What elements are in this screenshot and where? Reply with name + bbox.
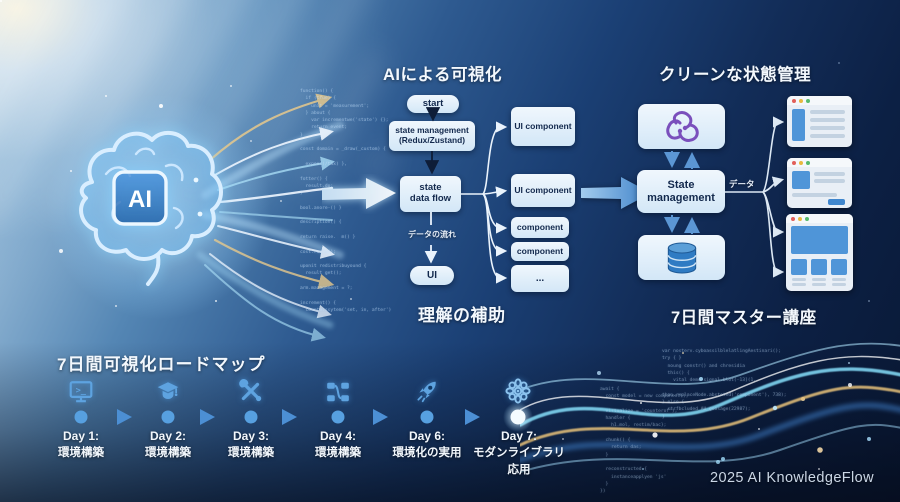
ui-component-box: UI component xyxy=(511,107,575,146)
data-flow-label: データの流れ xyxy=(408,230,456,239)
rocket-icon xyxy=(417,381,436,403)
day-7-label: Day 7: モダンライブラリ 応用 xyxy=(468,429,570,477)
data-label: データ xyxy=(729,179,755,189)
day-1-label: Day 1: 環境構築 xyxy=(33,429,129,460)
terminal-monitor-icon: >_ xyxy=(69,381,93,403)
flow-nodes-icon xyxy=(327,382,349,402)
graduation-cap-icon xyxy=(157,382,179,400)
day-number: Day 2: xyxy=(149,429,187,443)
day-number: Day 4: xyxy=(319,429,357,443)
close-dot-icon xyxy=(791,216,795,221)
browser-titlebar xyxy=(787,158,852,167)
day-desc: モダンライブラリ xyxy=(473,447,565,459)
component-label: UI component xyxy=(514,184,572,195)
component-box: component xyxy=(511,217,569,238)
flow-node-state-management: state management (Redux/Zustand) xyxy=(389,121,475,151)
day-number: Day 6: xyxy=(408,429,446,443)
gear-flower-icon xyxy=(505,378,531,404)
tools-icon xyxy=(239,379,262,402)
sparkle-particles xyxy=(0,0,2,2)
sdf-line2: data flow xyxy=(409,193,452,204)
state-line2: management xyxy=(647,191,715,204)
day-desc: 環境化の実用 xyxy=(392,447,462,459)
component-label: UI component xyxy=(514,120,572,131)
database-icon xyxy=(667,241,696,274)
flow-node-state-data-flow: state data flow xyxy=(400,176,461,212)
roadmap-title: 7日間可視化ロードマップ xyxy=(57,355,266,374)
close-dot-icon xyxy=(792,160,796,165)
roadmap-timeline xyxy=(65,402,601,432)
day-2-label: Day 2: 環境構築 xyxy=(120,429,216,460)
redux-logo-icon xyxy=(665,110,699,142)
section-transition-arrow xyxy=(581,177,651,209)
footer-credit: 2025 AI KnowledgeFlow xyxy=(710,470,874,486)
sdf-line1: state xyxy=(419,182,442,194)
day-number: Day 7: xyxy=(500,429,538,443)
brain-to-flow-arrow xyxy=(322,178,396,209)
flow-node-start: start xyxy=(407,95,459,113)
flowchart-connectors xyxy=(424,107,508,284)
ui-mockup-grid-layout xyxy=(786,214,853,291)
ai-chip xyxy=(112,170,168,226)
clean-section-title: クリーンな状態管理 xyxy=(659,66,812,84)
state-management-box: State management xyxy=(637,170,725,213)
day-number: Day 1: xyxy=(62,429,100,443)
circuit-dot xyxy=(193,177,199,183)
wave-sparkles xyxy=(652,383,852,464)
redux-box xyxy=(638,104,725,149)
brain-stem xyxy=(146,254,161,286)
ui-mockup-card-layout xyxy=(787,158,852,208)
timeline-arrowheads xyxy=(117,409,480,425)
viz-section-title: AIによる可視化 xyxy=(383,66,503,84)
day-3-label: Day 3: 環境構築 xyxy=(203,429,299,460)
maximize-dot-icon xyxy=(805,216,809,221)
bottom-vignette xyxy=(0,342,900,502)
state-mgmt-line1: state management xyxy=(395,125,469,136)
state-line1: State xyxy=(667,178,695,191)
svg-text:>_: >_ xyxy=(76,386,87,396)
ui-component-box: UI component xyxy=(511,174,575,207)
minimize-dot-icon xyxy=(799,98,803,103)
flow-streams xyxy=(204,93,335,342)
database-box xyxy=(638,235,725,280)
maximize-dot-icon xyxy=(806,160,810,165)
day-6-label: Day 6: 環境化の実用 xyxy=(379,429,475,460)
brain-streams-graphic: AI xyxy=(79,93,344,342)
clean-section-connectors xyxy=(664,116,785,278)
maximize-dot-icon xyxy=(806,98,810,103)
clean-caption: 7日間マスター講座 xyxy=(671,309,817,327)
circuit-dot xyxy=(197,211,203,217)
minimize-dot-icon xyxy=(798,216,802,221)
component-label: component xyxy=(516,221,564,232)
component-label: component xyxy=(516,245,564,256)
day-desc2: 応用 xyxy=(507,464,531,476)
minimize-dot-icon xyxy=(799,160,803,165)
day-desc: 環境構築 xyxy=(58,447,104,459)
component-box: component xyxy=(511,242,569,261)
timeline-dots xyxy=(74,402,533,432)
day-desc: 環境構築 xyxy=(228,447,274,459)
browser-titlebar xyxy=(787,96,852,105)
flow-node-ui: UI xyxy=(410,266,454,285)
close-dot-icon xyxy=(792,98,796,103)
ui-mockup-sidebar-layout xyxy=(787,96,852,147)
component-label: ... xyxy=(535,272,545,284)
viz-caption: 理解の補助 xyxy=(418,306,506,325)
code-column-right-b: var nosterv.cyboassilblelatlingAestinari… xyxy=(662,349,787,420)
day-number: Day 3: xyxy=(232,429,270,443)
ai-chip-label: AI xyxy=(128,186,152,213)
code-column-left: function() { if (true) { unit = 'measure… xyxy=(300,89,392,312)
day-4-label: Day 4: 環境構築 xyxy=(290,429,386,460)
day-desc: 環境構築 xyxy=(145,447,191,459)
ai-brain: AI xyxy=(79,130,223,286)
browser-titlebar xyxy=(786,214,853,223)
day-desc: 環境構築 xyxy=(315,447,361,459)
light-wave-graphic xyxy=(520,342,900,473)
code-column-right-a: await { const model = new component(); v… xyxy=(600,387,689,495)
state-mgmt-line2: (Redux/Zustand) xyxy=(398,135,466,145)
component-ellipsis-box: ... xyxy=(511,265,569,292)
